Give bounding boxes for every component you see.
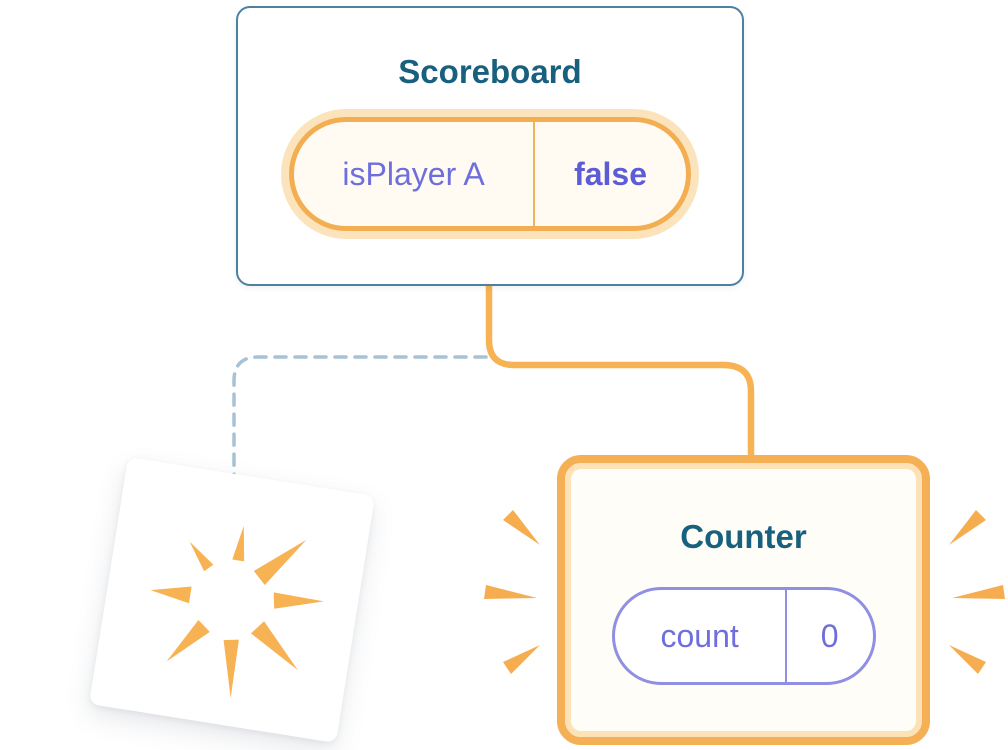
scoreboard-title: Scoreboard [398, 53, 582, 90]
state-value: 0 [820, 617, 839, 654]
emphasis-burst-right-icon [949, 510, 1005, 674]
state-name: count [660, 617, 739, 654]
counter-state-pill: count 0 [611, 587, 876, 685]
emphasis-burst-left-icon [484, 510, 540, 674]
pill-divider [533, 122, 536, 226]
orange-connector-line [485, 280, 755, 474]
state-value: false [574, 155, 648, 192]
state-name: isPlayer A [342, 155, 485, 192]
destroyed-component-card [88, 456, 376, 744]
counter-card: Counter count 0 [557, 455, 930, 745]
scoreboard-card: Scoreboard isPlayer A false [236, 6, 744, 286]
dashed-connector-line [232, 355, 488, 482]
scoreboard-state-pill: isPlayer A false [289, 117, 691, 231]
pill-divider [784, 590, 787, 682]
counter-title: Counter [680, 518, 807, 555]
poof-burst-icon [150, 525, 324, 698]
